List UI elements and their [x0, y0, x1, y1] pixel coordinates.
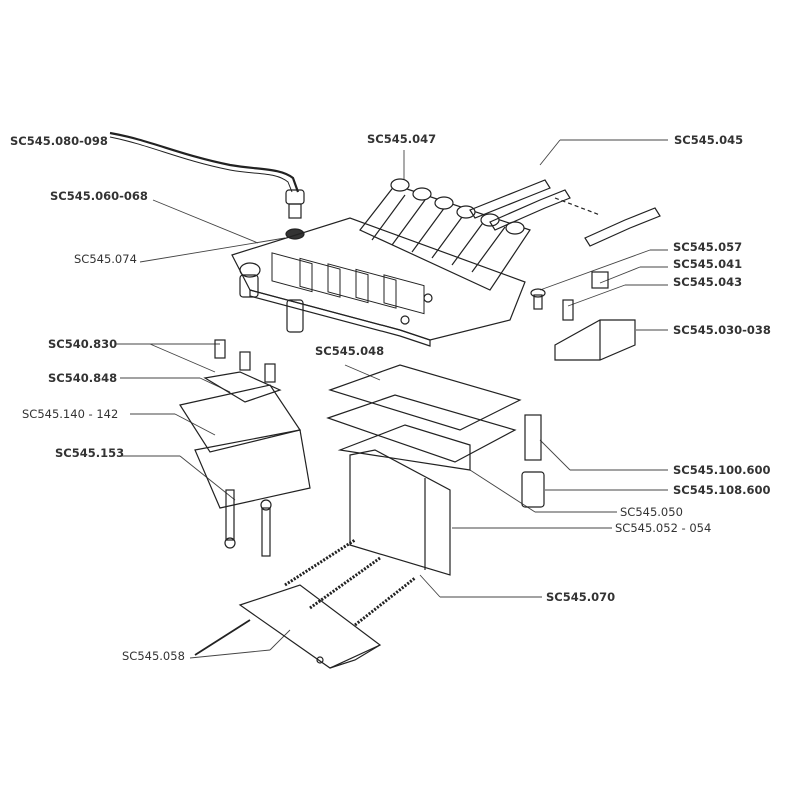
leader-lines [115, 139, 668, 659]
part-label-nut-screws: SC540.830 [48, 337, 118, 351]
fine-tuner-knobs [390, 178, 525, 235]
part-label-lock-nut: SC540.848 [48, 371, 118, 385]
base-plate [231, 217, 526, 347]
studs [521, 414, 545, 508]
tremolo-springs [284, 538, 416, 627]
part-label-arm-collar: SC545.060-068 [50, 189, 148, 203]
part-label-string-lock-screw: SC545.045 [674, 133, 744, 147]
locking-nut [179, 339, 311, 509]
fine-tuner-plate [359, 178, 531, 291]
part-label-shim: SC545.140 - 142 [22, 407, 119, 421]
part-label-body-screws: SC545.153 [55, 446, 125, 460]
part-label-fine-tuner-knob: SC545.047 [367, 132, 437, 146]
tremolo-arm [109, 131, 305, 240]
part-label-screw-043: SC545.043 [673, 275, 743, 289]
sustain-block [349, 449, 451, 576]
part-label-stud: SC545.100.600 [673, 463, 771, 477]
saddles [271, 252, 425, 315]
part-label-arm: SC545.080-098 [10, 134, 108, 148]
part-label-saddle: SC545.030-038 [673, 323, 771, 337]
part-label-spring-claw: SC545.058 [122, 649, 185, 663]
part-label-block-041: SC545.041 [673, 257, 743, 271]
part-label-arm-socket: SC545.074 [74, 252, 137, 266]
part-label-stud-anchor: SC545.108.600 [673, 483, 771, 497]
part-label-springs: SC545.070 [546, 590, 616, 604]
spring-plates [326, 364, 522, 471]
part-label-plate-050: SC545.050 [620, 505, 683, 519]
spring-claw [194, 584, 382, 669]
part-label-screw-057: SC545.057 [673, 240, 743, 254]
body-screws [224, 489, 272, 557]
saddle-block [530, 271, 636, 361]
string-lock-screws [469, 179, 661, 247]
part-label-tuner-springs: SC545.048 [315, 344, 385, 358]
part-label-sustain-block: SC545.052 - 054 [615, 521, 712, 535]
